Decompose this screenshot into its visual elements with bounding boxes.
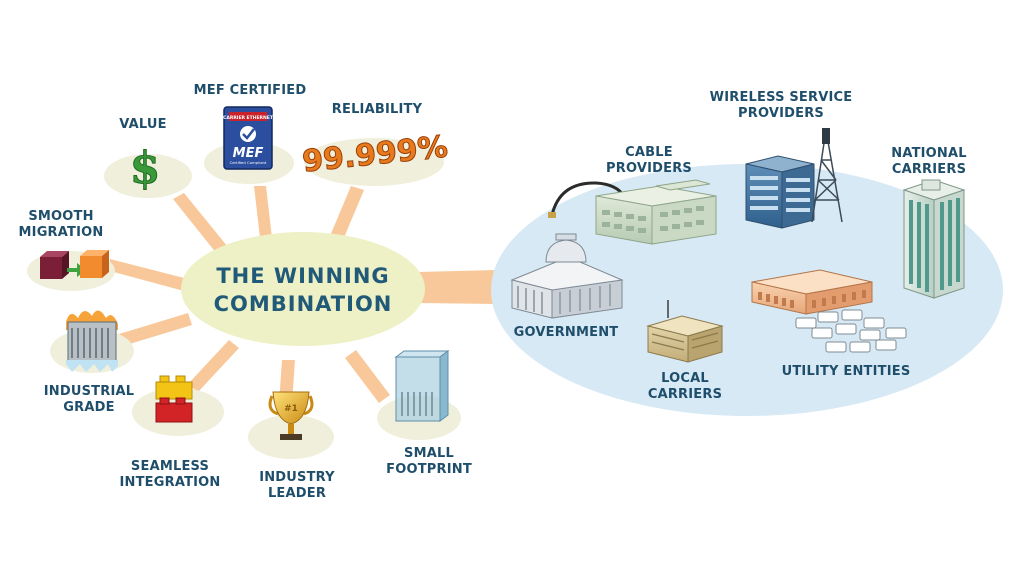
value-label: VALUE	[119, 117, 167, 132]
industry-leader-label-1: INDUSTRY	[259, 470, 335, 485]
national-carriers-label-1: NATIONAL	[891, 146, 967, 161]
government-capitol-icon	[510, 233, 624, 319]
dollar-icon: $	[130, 143, 161, 194]
spoke-migration	[110, 259, 188, 291]
seamless-integration-label-2: INTEGRATION	[119, 475, 220, 490]
hub-oval	[181, 232, 425, 346]
reliability-oval	[304, 138, 444, 186]
spoke-seamless	[188, 340, 239, 392]
lego-blocks-icon	[155, 375, 193, 423]
mef-certified-label: MEF CERTIFIED	[194, 83, 307, 98]
utility-warehouse-trucks-icon	[751, 269, 907, 353]
industry-leader-label-2: LEADER	[268, 486, 326, 501]
wireless-tower-building-icon	[745, 128, 843, 229]
spokes	[110, 186, 496, 418]
hub-title-line2: COMBINATION	[214, 292, 393, 316]
local-carriers-label-2: CARRIERS	[648, 387, 722, 402]
local-carriers-label-1: LOCAL	[661, 371, 709, 386]
industrial-rack-icon	[66, 310, 118, 372]
badge-top-text: CARRIER ETHERNET	[223, 115, 274, 121]
badge-mark-text: MEF	[233, 146, 264, 161]
cable-providers-label-2: PROVIDERS	[606, 161, 692, 176]
wireless-label-2: PROVIDERS	[738, 106, 824, 121]
government-label: GOVERNMENT	[514, 325, 619, 340]
smooth-migration-label-2: MIGRATION	[19, 225, 104, 240]
industrial-grade-label-1: INDUSTRIAL	[44, 384, 135, 399]
mef-badge-icon: CARRIER ETHERNET MEF Certified Compliant	[223, 106, 274, 170]
spoke-footprint	[345, 350, 390, 403]
spoke-mef	[254, 186, 272, 238]
cable-providers-label-1: CABLE	[625, 145, 673, 160]
hub-title-line1: THE WINNING	[216, 264, 389, 288]
local-carrier-building-icon	[646, 300, 724, 363]
national-carrier-tower-icon	[902, 179, 966, 299]
footprint-box-icon	[394, 350, 450, 422]
spoke-value	[173, 193, 232, 259]
national-carriers-label-2: CARRIERS	[892, 162, 966, 177]
spoke-markets	[418, 270, 496, 304]
migration-cubes-icon	[40, 250, 109, 279]
badge-bottom-text: Certified Compliant	[230, 160, 267, 165]
small-footprint-label-1: SMALL	[404, 446, 454, 461]
trophy-icon: #1	[268, 391, 314, 440]
spoke-industrial	[119, 313, 192, 346]
seamless-integration-label-1: SEAMLESS	[131, 459, 209, 474]
smooth-migration-label-1: SMOOTH	[28, 209, 93, 224]
spoke-reliability	[330, 186, 364, 240]
reliability-label: RELIABILITY	[332, 102, 423, 117]
utility-entities-label: UTILITY ENTITIES	[782, 364, 911, 379]
small-footprint-label-2: FOOTPRINT	[386, 462, 472, 477]
value-oval	[104, 154, 192, 198]
cable-building-icon	[548, 179, 717, 245]
wireless-label-1: WIRELESS SERVICE	[710, 90, 853, 105]
industrial-grade-label-2: GRADE	[63, 400, 114, 415]
trophy-mark: #1	[284, 404, 298, 414]
